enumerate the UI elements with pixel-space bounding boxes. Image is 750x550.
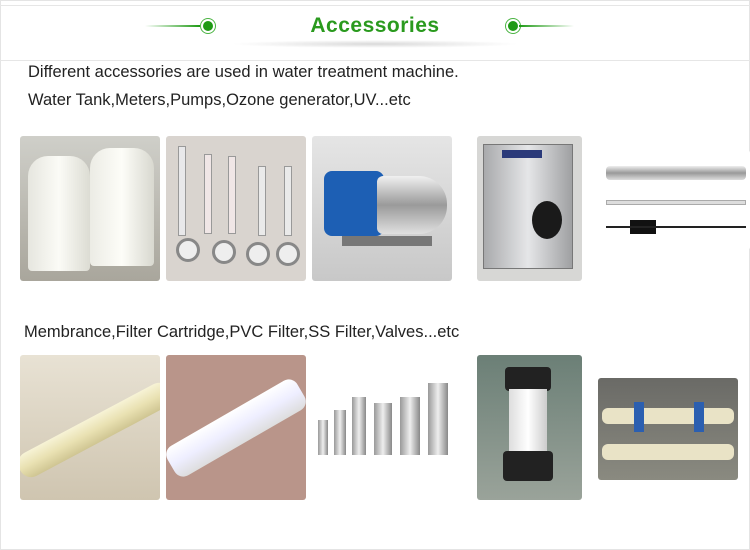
membrane-valves-assembly-photo [598, 378, 738, 480]
ss-filter-housings-photo [312, 355, 452, 500]
right-decoration-icon [505, 21, 580, 31]
uv-sterilizer-photo [600, 150, 750, 250]
water-pump-photo [312, 136, 452, 281]
header-top-divider [0, 5, 750, 6]
header-bottom-divider [0, 60, 750, 61]
pp-filter-cartridge-photo [166, 355, 306, 500]
flow-meters-gauges-photo [166, 136, 306, 281]
water-tanks-photo [20, 136, 160, 281]
title-shadow [230, 40, 520, 48]
row2-label: Membrance,Filter Cartridge,PVC Filter,SS… [24, 323, 460, 341]
left-decoration-icon [145, 21, 220, 31]
pvc-filter-housing-photo [477, 355, 582, 500]
intro-line-1: Different accessories are used in water … [28, 63, 459, 81]
ozone-generator-photo [477, 136, 582, 281]
intro-line-2: Water Tank,Meters,Pumps,Ozone generator,… [28, 91, 411, 109]
page-title: Accessories [310, 14, 440, 37]
ro-membrane-photo [20, 355, 160, 500]
